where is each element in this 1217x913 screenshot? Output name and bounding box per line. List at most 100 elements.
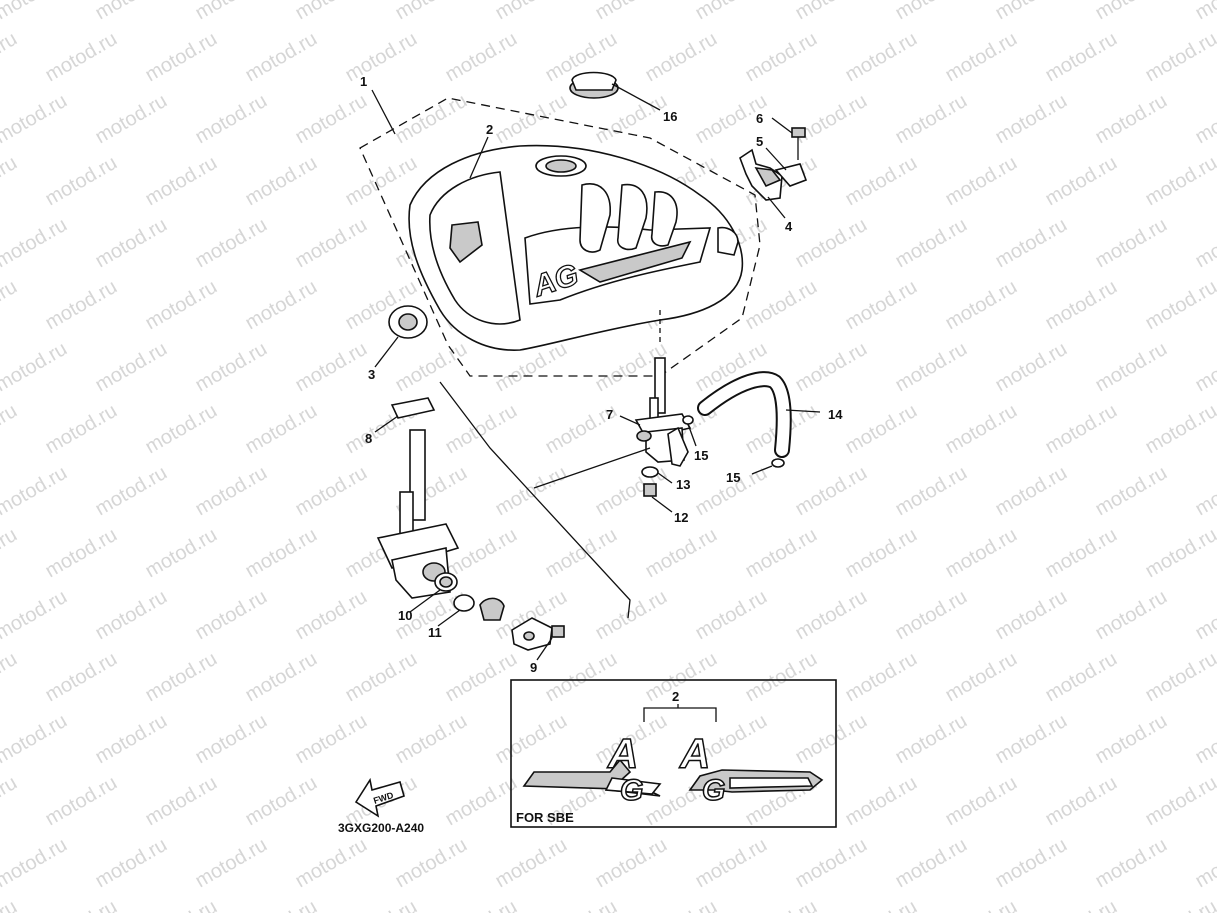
watermark-text: motod.ru	[342, 28, 421, 87]
watermark-text: motod.ru	[642, 28, 721, 87]
watermark-text: motod.ru	[792, 338, 871, 397]
fuel-cock-lever	[434, 572, 458, 592]
watermark-text: motod.ru	[1142, 152, 1217, 211]
inset-decal-left: A G	[522, 729, 662, 808]
watermark-text: motod.ru	[1192, 0, 1217, 24]
callout-5: 5	[756, 134, 763, 149]
watermark-text: motod.ru	[0, 0, 71, 24]
watermark-text: motod.ru	[42, 896, 121, 913]
watermark-text: motod.ru	[942, 772, 1021, 831]
fuel-tank-assembly: AG	[359, 97, 761, 377]
callout-7: 7	[606, 407, 613, 422]
watermark-text: motod.ru	[892, 586, 971, 645]
watermark-text: motod.ru	[1192, 462, 1217, 521]
watermark-text: motod.ru	[1142, 772, 1217, 831]
tank-side-cutout	[449, 221, 483, 264]
watermark-text: motod.ru	[792, 586, 871, 645]
watermark-text: motod.ru	[942, 28, 1021, 87]
watermark-text: motod.ru	[1042, 400, 1121, 459]
watermark-text: motod.ru	[942, 524, 1021, 583]
fuel-cock-screw	[551, 625, 565, 638]
watermark-text: motod.ru	[392, 338, 471, 397]
watermark-text: motod.ru	[292, 710, 371, 769]
watermark-text: motod.ru	[192, 338, 271, 397]
watermark-text: motod.ru	[892, 834, 971, 893]
watermark-text: motod.ru	[542, 648, 621, 707]
watermark-text: motod.ru	[992, 214, 1071, 273]
watermark-text: motod.ru	[1042, 28, 1121, 87]
watermark-text: motod.ru	[342, 648, 421, 707]
watermark-text: motod.ru	[542, 524, 621, 583]
watermark-text: motod.ru	[842, 524, 921, 583]
watermark-text: motod.ru	[0, 834, 71, 893]
tank-fin-3	[650, 191, 678, 247]
watermark-text: motod.ru	[242, 28, 321, 87]
callout-13: 13	[676, 477, 690, 492]
drawing-code: 3GXG200-A240	[338, 821, 424, 835]
watermark-text: motod.ru	[642, 524, 721, 583]
watermark-text: motod.ru	[0, 648, 21, 707]
watermark-text: motod.ru	[1092, 462, 1171, 521]
watermark-text: motod.ru	[292, 462, 371, 521]
watermark-text: motod.ru	[742, 648, 821, 707]
watermark-text: motod.ru	[42, 400, 121, 459]
watermark-text: motod.ru	[1092, 90, 1171, 149]
callout-10: 10	[398, 608, 412, 623]
watermark-text: motod.ru	[892, 90, 971, 149]
svg-text:G: G	[702, 774, 725, 807]
watermark-text: motod.ru	[242, 772, 321, 831]
watermark-text: motod.ru	[992, 338, 1071, 397]
watermark-text: motod.ru	[342, 896, 421, 913]
callout-labels: 1 2 3 4 5 6 7 8 9 10 11 12 13 14 15 15 1…	[360, 74, 843, 675]
watermark-text: motod.ru	[392, 90, 471, 149]
watermark-text: motod.ru	[92, 0, 171, 24]
rear-plate	[774, 163, 808, 187]
watermark-text: motod.ru	[42, 152, 121, 211]
watermark-text: motod.ru	[992, 0, 1071, 24]
watermark-text: motod.ru	[992, 834, 1071, 893]
watermark-text: motod.ru	[492, 834, 571, 893]
callout-1: 1	[360, 74, 367, 89]
inset-panel: 2 A G A G FOR SBE	[510, 679, 837, 828]
watermark-text: motod.ru	[142, 152, 221, 211]
watermark-text: motod.ru	[42, 524, 121, 583]
watermark-text: motod.ru	[192, 214, 271, 273]
inset-part-number: 2	[672, 689, 679, 704]
callout-14: 14	[828, 407, 843, 422]
watermark-text: motod.ru	[792, 214, 871, 273]
watermark-text: motod.ru	[0, 28, 21, 87]
watermark-text: motod.ru	[442, 400, 521, 459]
watermark-text: motod.ru	[1142, 648, 1217, 707]
watermark-text: motod.ru	[1042, 276, 1121, 335]
watermark-text: motod.ru	[0, 710, 71, 769]
watermark-text: motod.ru	[192, 462, 271, 521]
fwd-arrow-icon: FWD	[354, 777, 405, 818]
fuel-cap	[569, 71, 619, 99]
watermark-text: motod.ru	[0, 90, 71, 149]
watermark-text: motod.ru	[142, 28, 221, 87]
watermark-text: motod.ru	[692, 834, 771, 893]
watermark-text: motod.ru	[242, 648, 321, 707]
callout-12: 12	[674, 510, 688, 525]
watermark-text: motod.ru	[0, 276, 21, 335]
watermark-text: motod.ru	[0, 772, 21, 831]
watermark-text: motod.ru	[442, 524, 521, 583]
watermark-text: motod.ru	[142, 276, 221, 335]
watermark-text: motod.ru	[1092, 214, 1171, 273]
watermark-text: motod.ru	[1092, 834, 1171, 893]
watermark-text: motod.ru	[1192, 338, 1217, 397]
watermark-text: motod.ru	[392, 710, 471, 769]
watermark-text: motod.ru	[0, 462, 71, 521]
watermark-text: motod.ru	[742, 276, 821, 335]
watermark-text: motod.ru	[142, 648, 221, 707]
watermark-text: motod.ru	[492, 710, 571, 769]
watermark-text: motod.ru	[242, 152, 321, 211]
callout-15-lower: 15	[726, 470, 740, 485]
watermark-text: motod.ru	[192, 586, 271, 645]
watermark-text: motod.ru	[892, 0, 971, 24]
watermark-text: motod.ru	[592, 462, 671, 521]
callout-15-upper: 15	[694, 448, 708, 463]
callout-16: 16	[663, 109, 677, 124]
watermark-text: motod.ru	[242, 896, 321, 913]
watermark-text: motod.ru	[792, 90, 871, 149]
